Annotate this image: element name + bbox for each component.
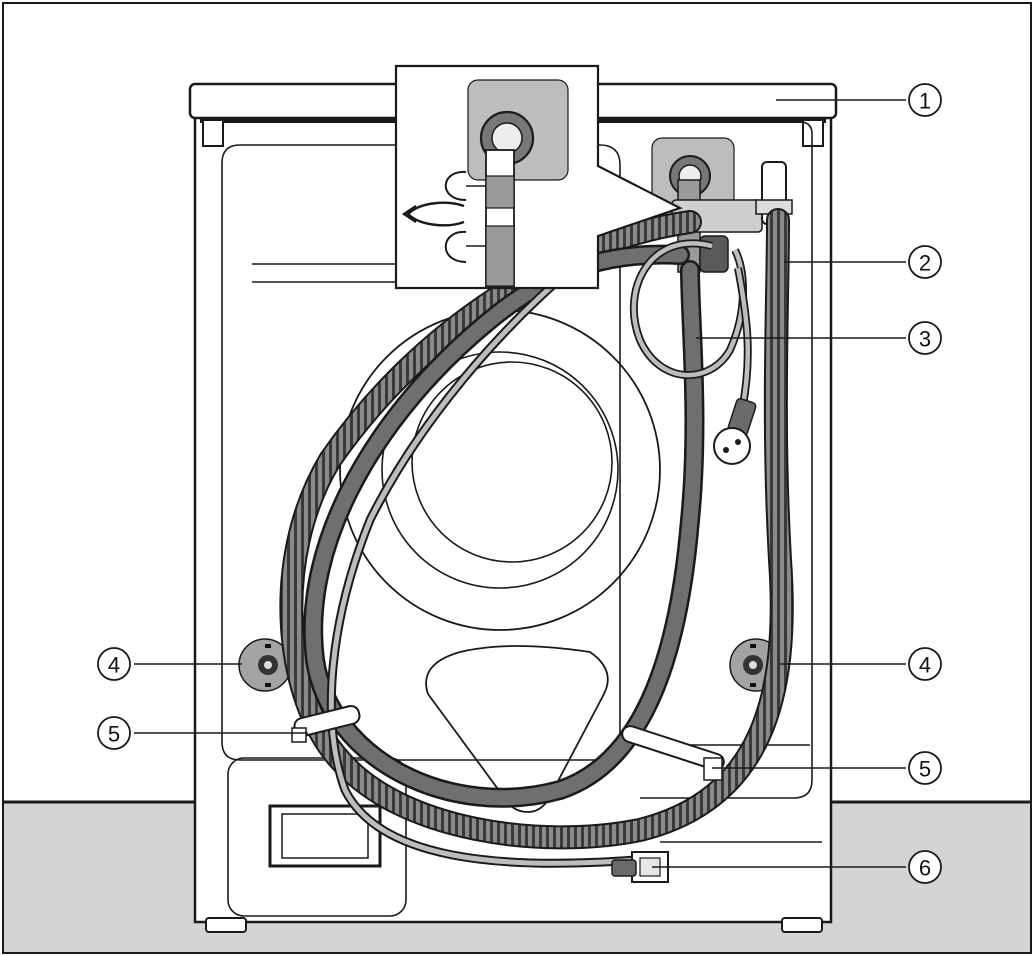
callout-circle-1 <box>908 83 942 117</box>
mains-plug <box>713 398 757 465</box>
callout-2: 2 <box>908 245 942 279</box>
callout-5a: 5 <box>97 716 131 750</box>
rating-plate-inner <box>281 813 369 859</box>
callout-1: 1 <box>908 83 942 117</box>
callout-4b: 4 <box>908 647 942 681</box>
left-bracket <box>202 119 224 147</box>
callout-number-2: 2 <box>919 251 931 276</box>
callout-markers: 1 2 3 4 4 5 5 6 <box>97 83 942 884</box>
callout-circle-4b <box>908 647 942 681</box>
foot-left <box>205 917 247 933</box>
callout-number-3: 3 <box>919 327 931 352</box>
callout-number-5b: 5 <box>919 757 931 782</box>
inlet-hose <box>305 247 702 806</box>
callout-circle-5a <box>97 716 131 750</box>
detail-inset-content <box>401 79 569 287</box>
transit-bolt-left <box>238 638 292 692</box>
drum-inner-ring <box>411 361 613 563</box>
rear-panel <box>221 144 621 761</box>
callout-6: 6 <box>908 850 942 884</box>
callout-number-1: 1 <box>919 89 931 114</box>
hose-clip-right <box>621 725 725 781</box>
drain-hose <box>281 210 792 848</box>
callout-5b: 5 <box>908 751 942 785</box>
drum-middle-ring <box>381 351 619 589</box>
callout-number-5a: 5 <box>108 722 120 747</box>
callout-circle-6 <box>908 850 942 884</box>
plug-cable <box>735 267 751 411</box>
callout-number-4b: 4 <box>919 653 931 678</box>
callout-4a: 4 <box>97 647 131 681</box>
right-panel <box>640 121 813 799</box>
right-bracket <box>802 119 824 147</box>
center-recess <box>425 645 609 813</box>
callout-circle-2 <box>908 245 942 279</box>
leader-lines <box>134 99 906 868</box>
power-cable <box>328 267 639 866</box>
hose-clip-left <box>291 704 361 743</box>
foot-right <box>781 917 823 933</box>
callout-circle-5b <box>908 751 942 785</box>
callout-circle-4a <box>97 647 131 681</box>
callout-number-4a: 4 <box>108 653 120 678</box>
callout-circle-3 <box>908 321 942 355</box>
callout-3: 3 <box>908 321 942 355</box>
callout-number-6: 6 <box>919 856 931 881</box>
